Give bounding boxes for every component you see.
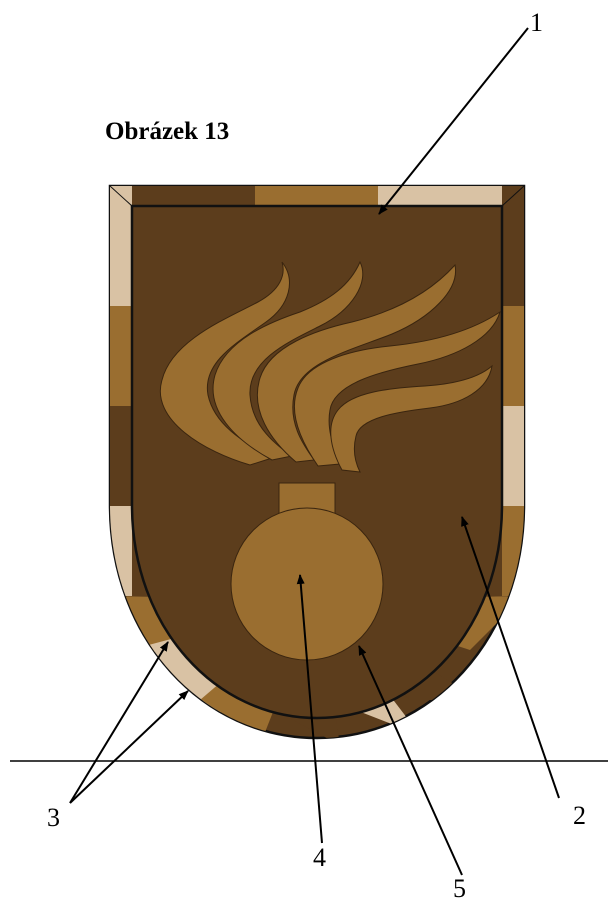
- callout-label-4: 4: [313, 845, 326, 871]
- grenade-ball: [231, 508, 383, 660]
- callout-label-5: 5: [453, 876, 466, 902]
- figure-title: Obrázek 13: [105, 118, 229, 146]
- shield-border: [110, 186, 524, 745]
- callout-label-1: 1: [530, 10, 543, 36]
- callout-label-3: 3: [47, 805, 60, 831]
- callout-label-2: 2: [573, 803, 586, 829]
- arrow-3a: [70, 642, 168, 803]
